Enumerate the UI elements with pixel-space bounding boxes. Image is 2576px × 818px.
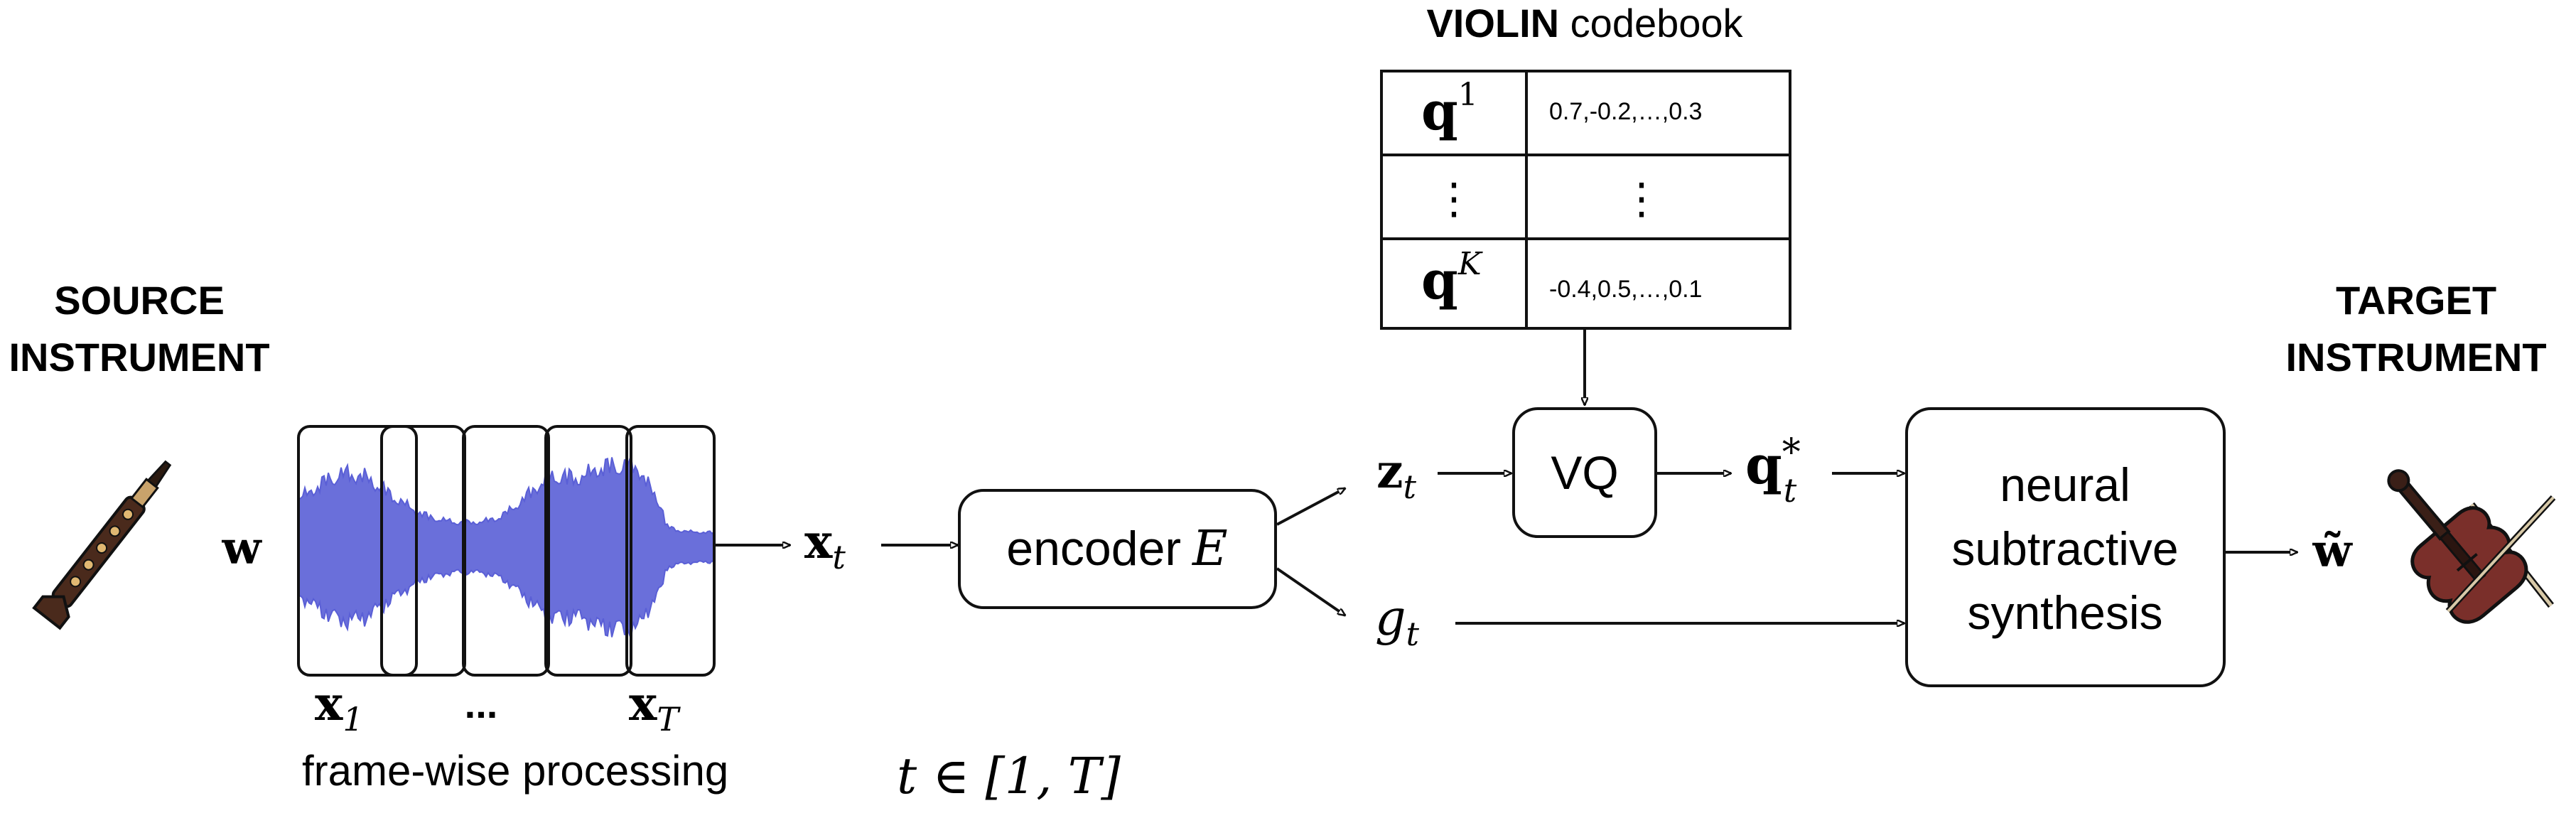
codebook-row-3-value: -0.4,0.5,…,0.1 (1549, 276, 1702, 303)
latent-zt: zt (1376, 443, 1416, 506)
frame-caption: frame-wise processing (302, 747, 728, 795)
codebook-title: VIOLIN codebook (1426, 1, 1743, 45)
vq-label: VQ (1551, 446, 1618, 499)
gain-gt: gt (1375, 591, 1420, 653)
vq-box (1512, 407, 1657, 538)
encoder-box (958, 489, 1277, 609)
frame-label-first: x1 (315, 676, 364, 738)
codebook-row-2-key: ⋮ (1433, 175, 1475, 222)
frame-box-4 (544, 425, 632, 677)
time-range-label: t ∈ [1, T] (897, 747, 1121, 805)
target-title-line2: INSTRUMENT (2285, 335, 2546, 380)
synth-line1: neural (2000, 458, 2130, 511)
frame-box-3 (462, 425, 550, 677)
codebook-row-1-value: 0.7,-0.2,…,0.3 (1549, 98, 1702, 125)
synth-line2: subtractive (1951, 522, 2178, 575)
codebook-row-2-value: ⋮ (1620, 175, 1663, 222)
output-w-tilde: w̃ (2312, 524, 2353, 578)
frame-label-ellipsis: ... (465, 682, 498, 726)
target-title-line1: TARGET (2336, 278, 2496, 323)
frame-signal-xt: xt (804, 514, 846, 576)
frame-label-last: xT (629, 676, 681, 738)
source-title-line2: INSTRUMENT (9, 335, 269, 380)
waveform-frames (297, 425, 716, 677)
quantized-qt: q*t (1745, 431, 1801, 510)
violin-icon (2387, 469, 2556, 624)
source-signal-w: w (221, 522, 262, 575)
codebook-table (1380, 70, 1791, 330)
codebook-row-3-key: qK (1421, 246, 1483, 311)
synth-line3: synthesis (1967, 586, 2162, 639)
clarinet-icon (32, 460, 172, 630)
codebook-row-1-key: q1 (1421, 77, 1478, 142)
source-title-line1: SOURCE (54, 278, 225, 323)
synth-box (1905, 407, 2226, 687)
arrow-encoder-to-zt (1276, 487, 1345, 526)
waveform (298, 455, 714, 640)
frame-box-5 (625, 425, 716, 677)
frame-box-1 (297, 425, 418, 677)
arrow-encoder-to-gt (1276, 567, 1345, 615)
